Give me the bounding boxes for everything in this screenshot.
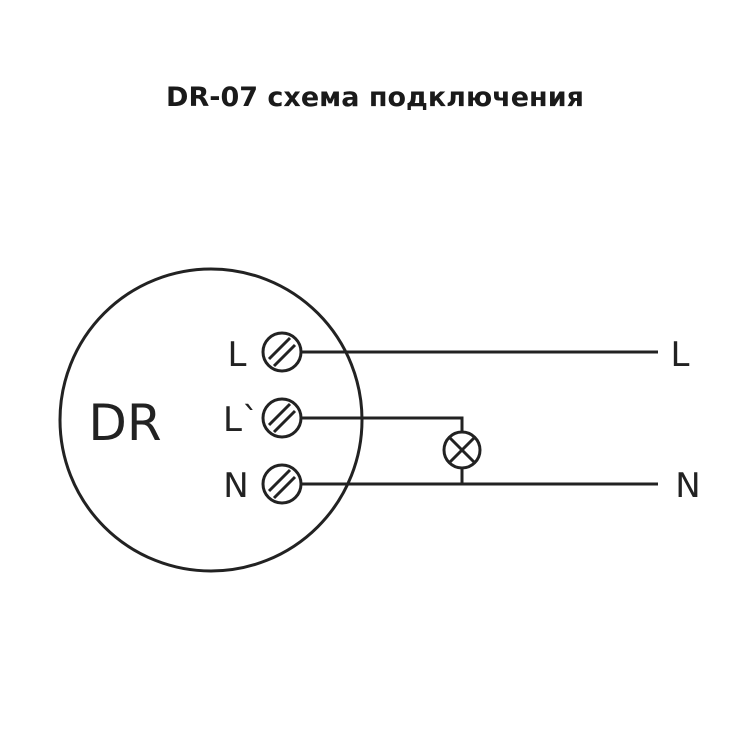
output-label-l: L	[671, 335, 690, 375]
terminal-label-l: L	[228, 335, 247, 375]
terminal-screw-n	[261, 463, 303, 505]
wire-l-prime-to-lamp	[301, 416, 464, 432]
terminal-label-l-prime: L`	[223, 400, 259, 440]
output-label-n: N	[675, 466, 700, 506]
terminal-screw-l	[261, 331, 303, 373]
lamp-icon	[442, 430, 482, 470]
device-label: DR	[88, 394, 161, 452]
device-housing	[58, 267, 364, 573]
terminal-label-n: N	[223, 466, 248, 506]
terminal-screw-l-prime	[261, 397, 303, 439]
diagram-title: DR-07 схема подключения	[166, 82, 584, 113]
